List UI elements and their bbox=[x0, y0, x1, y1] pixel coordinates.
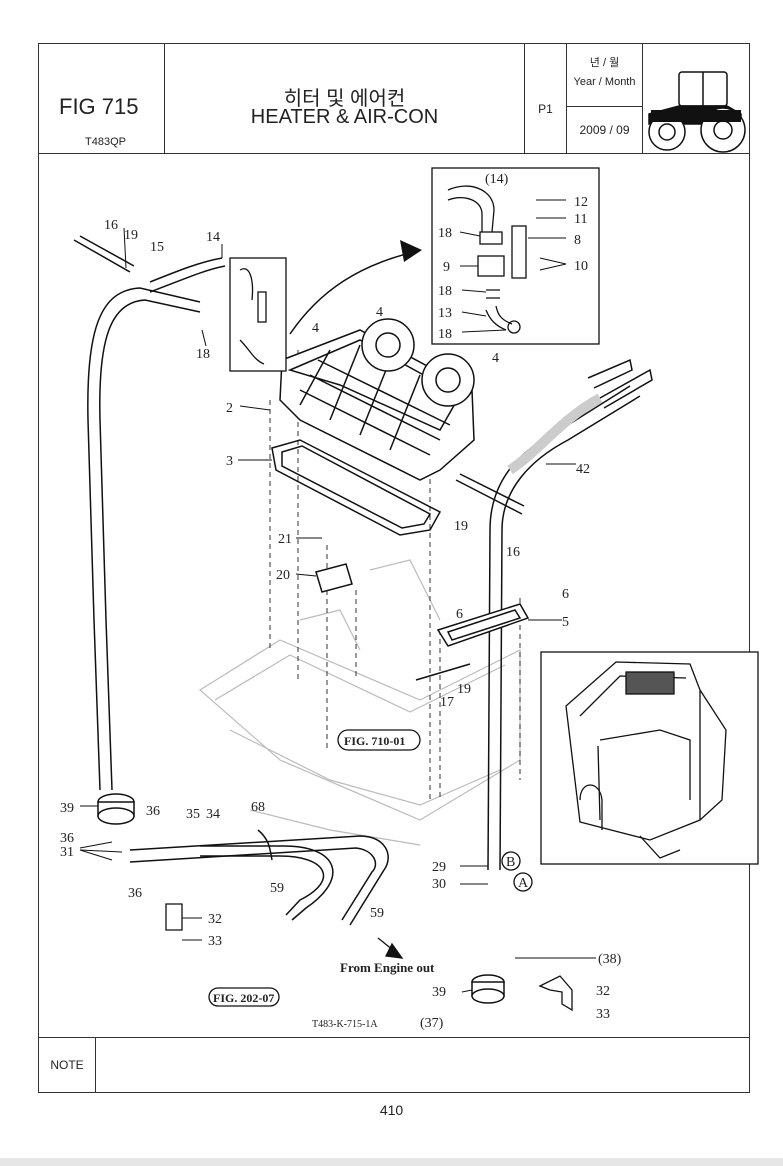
callout: 34 bbox=[206, 807, 220, 822]
callout: 13 bbox=[438, 306, 452, 321]
marker-circles bbox=[501, 851, 533, 892]
callout: 32 bbox=[596, 984, 610, 999]
callout: 19 bbox=[454, 519, 468, 534]
callout: 68 bbox=[251, 800, 265, 815]
scan-band bbox=[0, 1158, 783, 1166]
callout: 19 bbox=[457, 682, 471, 697]
callout: (38) bbox=[598, 952, 622, 967]
callout: 59 bbox=[370, 906, 384, 921]
bracket-32 bbox=[165, 903, 573, 1012]
callout: 6 bbox=[562, 587, 569, 602]
small-inset bbox=[229, 257, 287, 372]
guide-lines bbox=[269, 350, 521, 800]
callout: 14 bbox=[206, 230, 220, 245]
callout: 39 bbox=[60, 801, 74, 816]
callout: (37) bbox=[420, 1016, 444, 1031]
callout: 10 bbox=[574, 259, 588, 274]
grommet bbox=[97, 793, 505, 1004]
fig-ref-label: FIG. 710-01 bbox=[344, 734, 405, 748]
inset-box bbox=[431, 167, 600, 345]
callout: 29 bbox=[432, 860, 446, 875]
note-row: NOTE bbox=[39, 1037, 749, 1092]
callout: 36 bbox=[60, 831, 74, 846]
callout-labels: (14) 12 11 8 10 9 18 18 13 18 16 19 15 1… bbox=[60, 172, 622, 1031]
left-hose bbox=[73, 235, 226, 791]
fig-ref-1 bbox=[337, 729, 421, 751]
callout: 15 bbox=[150, 240, 164, 255]
fig-ref-label: FIG. 202-07 bbox=[213, 991, 274, 1005]
gasket bbox=[271, 439, 442, 536]
page-number: 410 bbox=[379, 1102, 404, 1118]
relay-block bbox=[315, 563, 353, 593]
page-code: P1 bbox=[538, 102, 553, 116]
callout: 36 bbox=[128, 886, 142, 901]
year-month-value: 2009 / 09 bbox=[579, 123, 630, 137]
callout: 30 bbox=[432, 877, 446, 892]
title-block: FIG 715 T483QP 히터 및 에어컨 HEATER & AIR-CON… bbox=[39, 44, 749, 154]
callout: 8 bbox=[574, 233, 581, 248]
callout: 59 bbox=[270, 881, 284, 896]
page-code-cell: P1 bbox=[525, 44, 567, 153]
page-frame: FIG 715 T483QP 히터 및 에어컨 HEATER & AIR-CON… bbox=[38, 43, 750, 1093]
callout: 18 bbox=[438, 226, 452, 241]
lower-pipes bbox=[129, 829, 389, 926]
title-english: HEATER & AIR-CON bbox=[250, 106, 439, 128]
engine-out-annotation: From Engine out bbox=[340, 960, 435, 975]
year-month-cell: 년 / 월 Year / Month 2009 / 09 bbox=[567, 44, 643, 153]
fig-cell: FIG 715 T483QP bbox=[39, 44, 165, 153]
year-month-label: Year / Month bbox=[573, 76, 636, 88]
callout: 18 bbox=[438, 327, 452, 342]
callout: 42 bbox=[576, 462, 590, 477]
callout: 35 bbox=[186, 807, 200, 822]
callout: (14) bbox=[485, 172, 509, 187]
filter-panel bbox=[436, 603, 530, 647]
callout: 5 bbox=[562, 615, 569, 630]
callout: 16 bbox=[506, 545, 520, 560]
callout: 11 bbox=[574, 212, 587, 227]
title-korean: 히터 및 에어컨 bbox=[283, 88, 406, 110]
callout: 4 bbox=[376, 305, 383, 320]
fig-number: FIG 715 bbox=[59, 94, 139, 119]
callout: 6 bbox=[456, 607, 463, 622]
model-code: T483QP bbox=[85, 136, 126, 148]
callout: A bbox=[518, 876, 529, 891]
callout: 4 bbox=[492, 351, 499, 366]
inset-arrow bbox=[289, 240, 422, 335]
frame-outline bbox=[198, 559, 521, 846]
callout: 9 bbox=[443, 260, 450, 275]
tractor-icon bbox=[648, 71, 746, 153]
callout: 20 bbox=[276, 568, 290, 583]
callout: 3 bbox=[226, 454, 233, 469]
callout: 33 bbox=[208, 934, 222, 949]
callout: 12 bbox=[574, 195, 588, 210]
callout: 32 bbox=[208, 912, 222, 927]
right-hoses bbox=[415, 358, 653, 871]
callout: 18 bbox=[196, 347, 210, 362]
callout: 31 bbox=[60, 845, 74, 860]
callout: 36 bbox=[146, 804, 160, 819]
callout: 39 bbox=[432, 985, 446, 1000]
engine-out-arrow bbox=[377, 937, 404, 959]
callout: 33 bbox=[596, 1007, 610, 1022]
drawing-code: T483-K-715-1A bbox=[312, 1019, 378, 1030]
callout: 21 bbox=[278, 532, 292, 547]
fig-ref-2 bbox=[208, 987, 280, 1007]
thumbnail-cell bbox=[643, 44, 749, 153]
year-month-korean: 년 / 월 bbox=[589, 57, 620, 69]
callout: 16 bbox=[104, 218, 118, 233]
callout: 4 bbox=[312, 321, 319, 336]
callout: 2 bbox=[226, 401, 233, 416]
callout: 18 bbox=[438, 284, 452, 299]
leader-lines bbox=[79, 199, 596, 993]
callout: 19 bbox=[124, 228, 138, 243]
callout: B bbox=[506, 855, 515, 870]
title-cell: 히터 및 에어컨 HEATER & AIR-CON bbox=[165, 44, 525, 153]
note-label: NOTE bbox=[39, 1038, 96, 1092]
cab-inset bbox=[540, 651, 759, 865]
callout: 17 bbox=[440, 695, 454, 710]
year-month-divider bbox=[567, 106, 642, 107]
heater-unit bbox=[279, 318, 475, 481]
